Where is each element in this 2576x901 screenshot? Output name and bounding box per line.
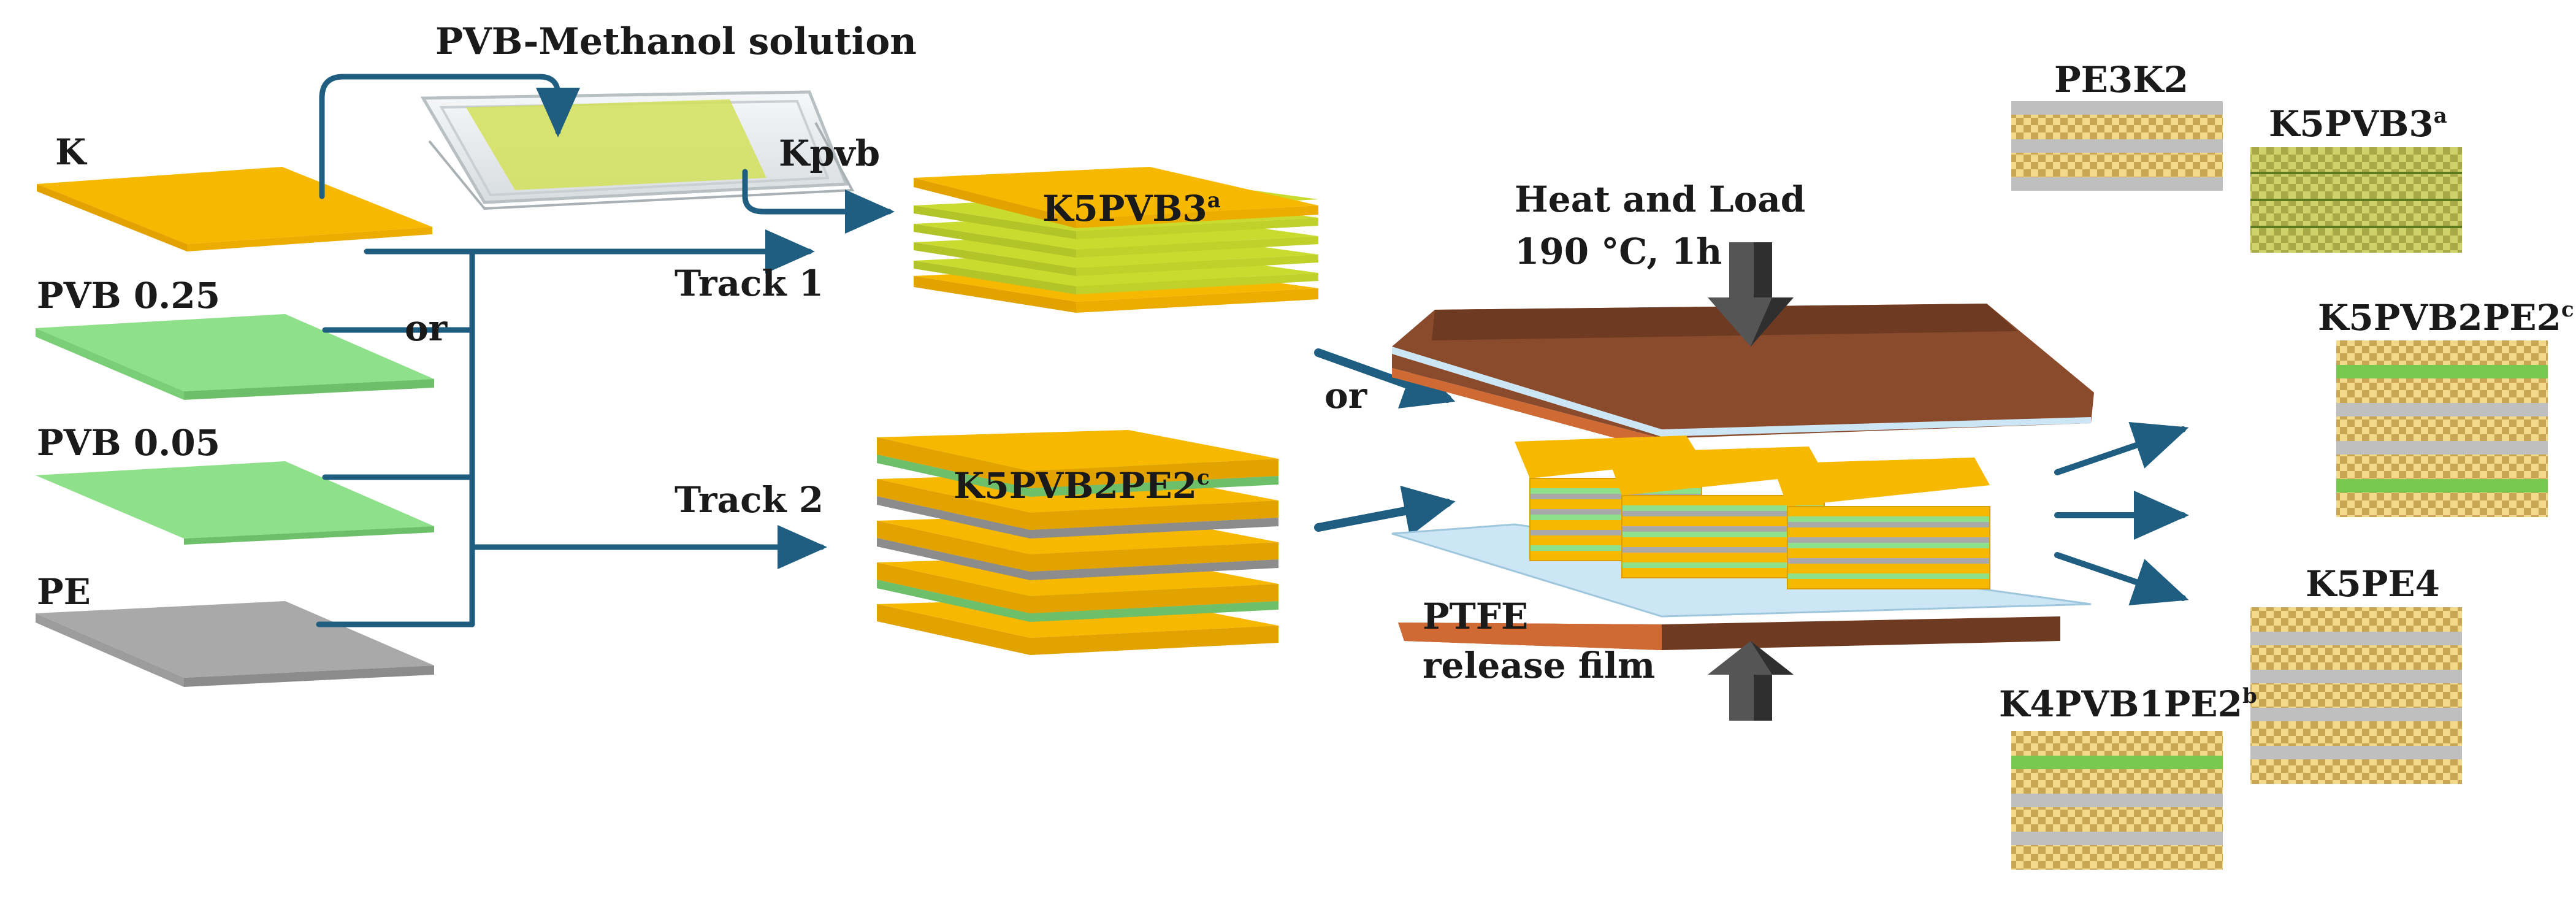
- connector-lines: [316, 74, 895, 627]
- load-arrow-bottom: [1708, 641, 1794, 721]
- sheet-pvb-025: [36, 314, 434, 400]
- press-layer-k: [1787, 507, 1990, 516]
- sheet-k: [37, 167, 432, 251]
- press-layer-pvb: [1530, 545, 1702, 551]
- press-layer-k: [1787, 564, 1990, 573]
- press-layer-pe: [1787, 522, 1990, 527]
- press-layer-k: [1787, 579, 1990, 589]
- press-layer-pe: [1622, 511, 1824, 516]
- stack-track2: [877, 430, 1278, 655]
- material-label-k: K: [55, 131, 88, 173]
- press-layer-pe: [1530, 509, 1702, 515]
- sheet-pvb-005: [36, 461, 434, 545]
- result-label-2: K5PVB3a: [2269, 103, 2447, 145]
- press-layer-k: [1787, 527, 1990, 537]
- result-label-5: K4PVB1PE2b: [1999, 683, 2257, 725]
- press-layer-pvb: [1787, 573, 1990, 579]
- result-label-3: K5PVB2PE2c: [2318, 297, 2574, 339]
- press-layer-k: [1622, 537, 1824, 547]
- press-layer-pe: [1787, 537, 1990, 543]
- material-label-pvb-025: PVB 0.25: [37, 275, 220, 316]
- track1-label: Track 1: [675, 263, 824, 304]
- result-section-1: [2011, 101, 2223, 191]
- track1-stack-label: K5PVB3a: [1042, 188, 1221, 229]
- press-layer-pvb: [1787, 516, 1990, 522]
- press-layer-k: [1622, 553, 1824, 562]
- kpvb-label: Kpvb: [779, 132, 880, 174]
- hot-press: [1391, 242, 2094, 721]
- load-arrow-top: [1708, 242, 1794, 347]
- result-section-3: [2336, 340, 2548, 517]
- output-arrows: [2054, 421, 2189, 606]
- layer-k: [877, 430, 1278, 471]
- pvb-methanol-title: PVB-Methanol solution: [435, 20, 917, 63]
- press-layer-pe: [1530, 530, 1702, 535]
- conditions-label: 190 °C, 1h: [1515, 231, 1722, 272]
- result-section-2: [2250, 147, 2462, 253]
- press-layer-pvb: [1530, 488, 1702, 494]
- press-layer-pvb: [1622, 505, 1824, 511]
- press-layer-pvb: [1787, 543, 1990, 548]
- press-layer-pvb: [1622, 532, 1824, 537]
- press-layer-k: [1787, 548, 1990, 558]
- press-layer-pvb: [1622, 562, 1824, 568]
- material-label-pe: PE: [37, 571, 91, 613]
- press-layer-k: [1622, 568, 1824, 578]
- press-layer-k: [1622, 516, 1824, 526]
- stack-track1: [914, 167, 1318, 313]
- track2-stack-label: K5PVB2PE2c: [954, 465, 1210, 507]
- press-layer-pe: [1622, 547, 1824, 553]
- press-input-arrows: [1314, 348, 1456, 537]
- or-label-2: or: [1324, 375, 1368, 416]
- press-layer-pvb: [1530, 515, 1702, 520]
- track2-label: Track 2: [675, 479, 824, 521]
- or-label-1: or: [405, 307, 448, 349]
- ptfe-label-line2: release film: [1423, 645, 1655, 686]
- material-label-pvb-005: PVB 0.05: [37, 422, 220, 464]
- press-layer-pe: [1787, 558, 1990, 564]
- result-label-1: PE3K2: [2054, 59, 2188, 101]
- heat-load-label: Heat and Load: [1515, 178, 1805, 220]
- press-layer-pe: [1622, 526, 1824, 532]
- result-section-4: [2250, 607, 2462, 784]
- press-layer-k: [1622, 496, 1824, 505]
- press-layer-pe: [1530, 494, 1702, 499]
- result-section-5: [2011, 731, 2223, 870]
- result-label-4: K5PE4: [2306, 563, 2440, 605]
- sheet-pe: [36, 601, 434, 687]
- ptfe-label-line1: PTFE: [1423, 596, 1528, 637]
